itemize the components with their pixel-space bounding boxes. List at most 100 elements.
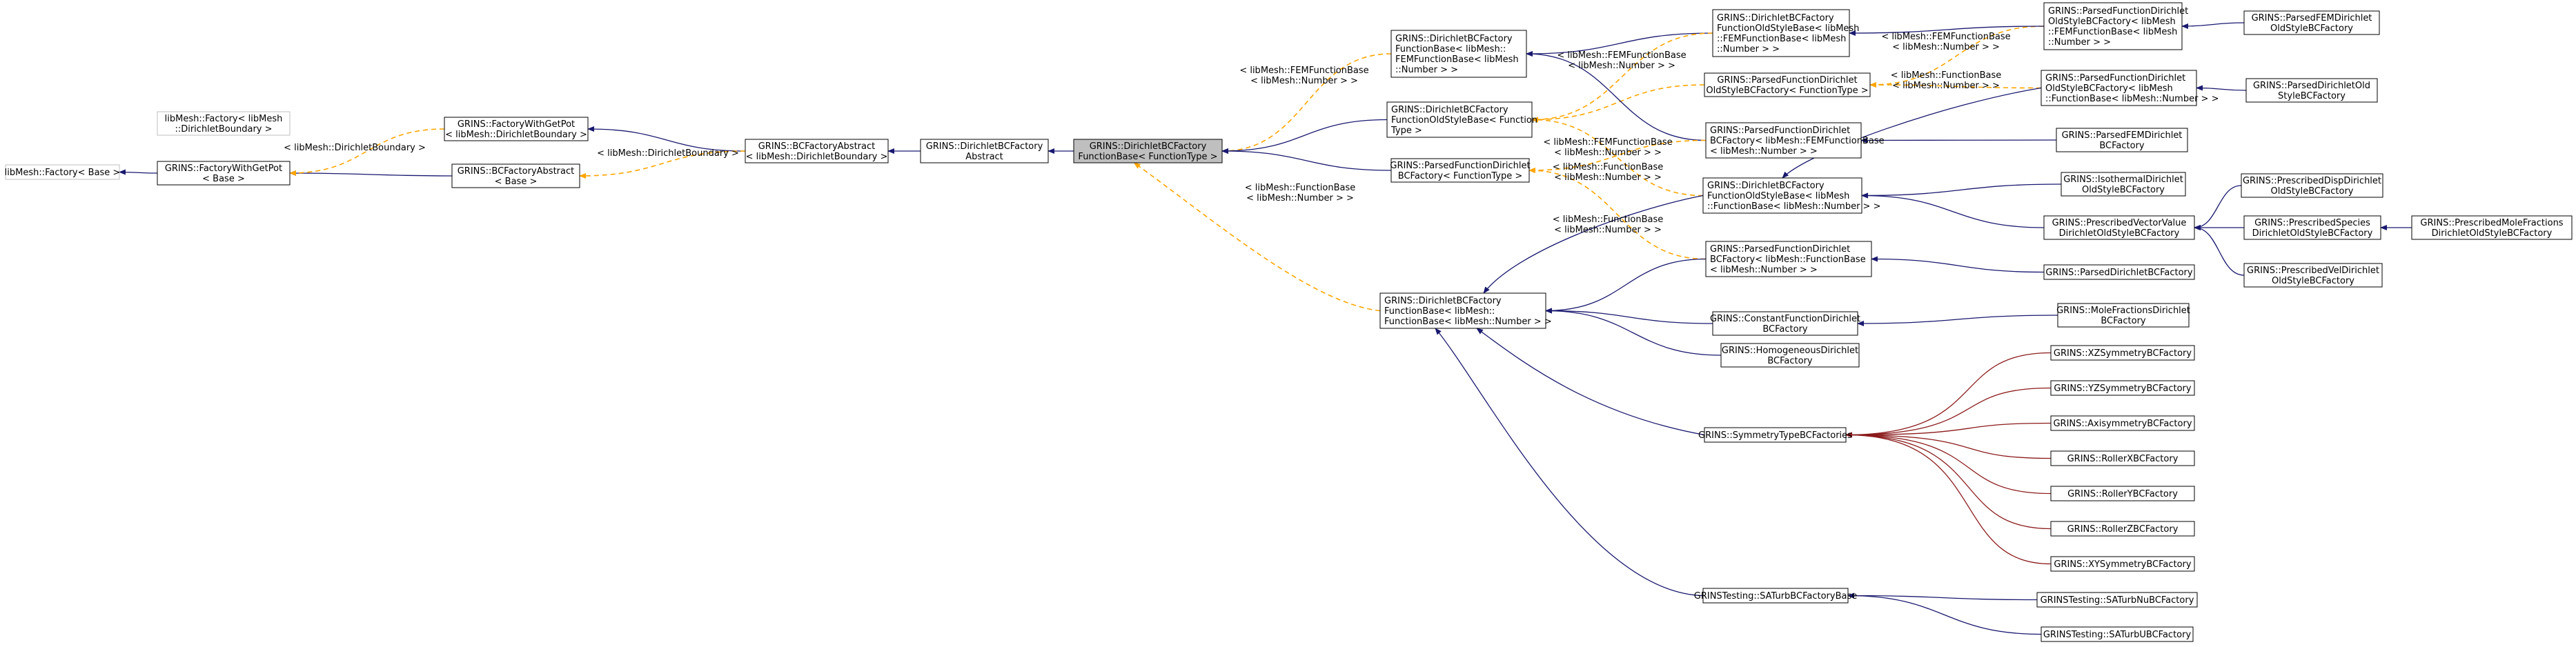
edge-label-e-func-c: < libMesh::FunctionBase< libMesh::Number… (1553, 215, 1663, 235)
class-node-n36[interactable]: GRINSTesting::SATurbNuBCFactory (2036, 592, 2198, 608)
class-box (2036, 592, 2198, 608)
edge-symmetry-child-3 (1845, 422, 2052, 438)
class-box (1704, 72, 1871, 97)
class-name: GRINS::RollerYBCFactory (2067, 489, 2178, 499)
class-box (1390, 30, 1527, 78)
class-node-n33[interactable]: GRINS::RollerYBCFactory (2050, 486, 2195, 501)
class-name: GRINS::FactoryWithGetPot< Base > (165, 163, 282, 184)
class-box (157, 161, 291, 186)
class-box (2050, 415, 2195, 431)
edge-prescribedvel-to-prescribedvector (2194, 225, 2245, 276)
edge-symmetry-to-functionbase (1476, 328, 1705, 436)
class-node-n06[interactable]: GRINS::BCFactoryAbstract< libMesh::Diric… (745, 139, 889, 163)
class-box (2050, 556, 2195, 572)
class-node-n30[interactable]: GRINS::YZSymmetryBCFactory (2050, 380, 2195, 396)
class-box (1702, 588, 1849, 604)
edge-bcfactoryabstract-base-to-factorywithgetpot (289, 170, 453, 177)
edge-factorywithgetpot-base-to-factory (119, 169, 158, 175)
class-node-n20[interactable]: GRINS::SymmetryTypeBCFactories (1698, 427, 1852, 443)
class-box (5, 164, 120, 180)
edge-bcfactoryabstract-dirichlet-to-factorywithgetpot-dirichlet (587, 126, 746, 152)
edge-isothermal-to-oldstylebase-func (1861, 183, 2062, 199)
edge-label-e-func-b: < libMesh::FunctionBase< libMesh::Number… (1553, 162, 1663, 183)
class-node-n35[interactable]: GRINS::XYSymmetryBCFactory (2050, 556, 2195, 572)
edge-parseddirichlet-to-parsed-func (1871, 256, 2045, 273)
class-node-n04[interactable]: GRINS::FactoryWithGetPot< libMesh::Diric… (444, 117, 589, 141)
edge-parseddirold-to-parsedold-func (2196, 85, 2247, 91)
class-node-n02[interactable]: libMesh::Factory< libMesh::DirichletBoun… (157, 111, 291, 136)
class-box (1712, 9, 1850, 57)
edge-femfunctionbase-to-focus (1221, 53, 1392, 154)
class-box (2245, 78, 2378, 103)
class-node-n27[interactable]: GRINS::ParsedDirichletBCFactory (2043, 264, 2195, 280)
edge-parsedold-func-to-oldstylebase-func (1782, 87, 2042, 179)
class-node-n31[interactable]: GRINS::AxisymmetryBCFactory (2050, 415, 2195, 431)
class-box (1705, 122, 1862, 159)
edge-parsedold-fem-to-oldstylebase-fem (1849, 26, 2045, 36)
class-node-n03[interactable]: GRINS::FactoryWithGetPot< Base > (157, 161, 291, 186)
class-nodes: libMesh::Factory< Base > libMesh::Factory… (5, 2, 2573, 642)
edge-bcfactoryabstract-dirichlet-to-bcfactoryabstract-base (579, 150, 746, 179)
class-box (2043, 264, 2195, 280)
class-box (2243, 263, 2383, 288)
class-node-n05[interactable]: GRINS::BCFactoryAbstract< Base > (451, 163, 580, 188)
class-node-n21[interactable]: GRINSTesting::SATurbBCFactoryBase (1694, 588, 1857, 604)
class-name: GRINS::YZSymmetryBCFactory (2054, 384, 2191, 394)
class-node-n01[interactable]: libMesh::Factory< Base > (5, 164, 121, 180)
class-name: GRINS::XZSymmetryBCFactory (2054, 348, 2192, 359)
edge-parsed-fem-to-femfunctionbase (1526, 51, 1707, 141)
class-node-n32[interactable]: GRINS::RollerXBCFactory (2050, 450, 2195, 466)
class-name: GRINS::SymmetryTypeBCFactories (1698, 430, 1852, 441)
class-name: GRINS::BCFactoryAbstract< Base > (458, 166, 575, 187)
class-node-n34[interactable]: GRINS::RollerZBCFactory (2050, 521, 2195, 537)
edge-labels: < libMesh::DirichletBoundary >< libMesh:… (284, 32, 2011, 235)
class-box (2041, 626, 2194, 642)
edge-oldstylebase-func-to-functionbase (1483, 195, 1704, 294)
class-node-n29[interactable]: GRINS::XZSymmetryBCFactory (2050, 345, 2195, 361)
class-box (1705, 241, 1872, 277)
class-node-n37[interactable]: GRINSTesting::SATurbUBCFactory (2041, 626, 2194, 642)
class-box (1379, 292, 1546, 329)
class-name: GRINSTesting::SATurbBCFactoryBase (1694, 591, 1857, 601)
class-name: GRINS::FactoryWithGetPot< libMesh::Diric… (445, 119, 587, 140)
edge-oldstylebase-fem-to-femfunctionbase (1526, 32, 1713, 57)
class-box (1073, 139, 1223, 163)
edge-label-e-dirichlet-bound-b: < libMesh::DirichletBoundary > (597, 148, 739, 159)
